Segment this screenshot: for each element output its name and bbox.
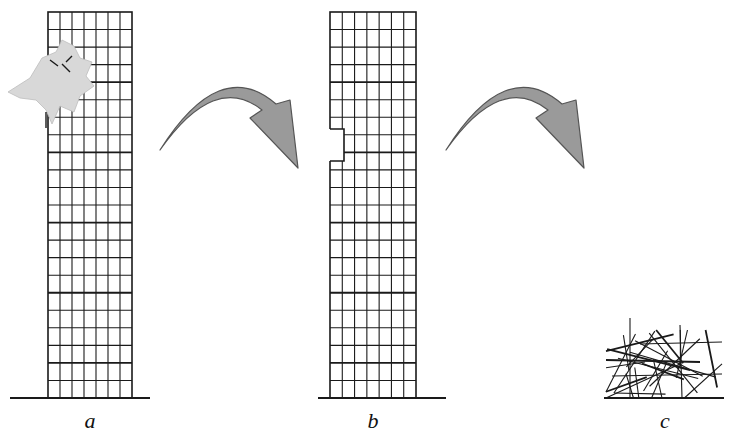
grid-line [48,310,132,311]
grid-line [48,169,132,170]
grid-line [330,275,416,276]
building-outline [330,12,416,398]
grid-line [330,64,416,65]
ground-line [318,397,446,399]
grid-line [330,380,416,381]
panel-letter: c [660,410,670,432]
debris-beam [614,331,655,393]
grid-line [48,151,132,153]
collapsed-debris [604,318,724,398]
grid-line [48,292,132,294]
grid-line [48,240,132,241]
grid-line [330,310,416,311]
grid-line [48,117,132,118]
debris-strokes [46,56,72,128]
debris-beam [652,361,668,398]
debris-beam [606,364,680,398]
impact-cloud [8,40,94,124]
grid-line [330,187,416,188]
grid-line [48,187,132,188]
grid-line [330,345,416,346]
ground-line [604,397,724,399]
grid-line [48,362,132,364]
grid-line [48,327,132,328]
grid-line [330,292,416,294]
grid-line [48,257,132,258]
building-b [318,12,446,398]
grid-line [330,47,416,48]
ground-line [10,397,150,399]
grid-line [330,362,416,364]
grid-line [48,204,132,205]
debris-beam [606,362,645,368]
debris-beam [606,377,647,392]
debris-beam [676,330,687,378]
notch-outline [330,129,344,161]
debris-beam [629,318,630,398]
debris-beam [614,393,666,394]
grid-line [48,345,132,346]
grid-line [48,222,132,224]
debris-beam [656,330,683,363]
panel-letter: a [85,410,96,432]
panel-letter: b [368,410,379,432]
grid-line [330,81,416,83]
grid-line [48,380,132,381]
grid-line [330,257,416,258]
grid-line [330,169,416,170]
grid-line [48,29,132,30]
grid-line [330,222,416,224]
transition-arrow [446,87,584,168]
debris-beam [612,374,722,376]
grid-line [330,99,416,100]
grid-line [330,29,416,30]
grid-line [330,204,416,205]
transition-arrow [160,87,298,168]
grid-line [330,240,416,241]
debris-beam [684,364,722,398]
debris-beam [640,342,722,344]
grid-line [330,117,416,118]
debris-beam [649,333,697,393]
building-a [8,12,150,398]
debris-beam [606,360,700,362]
debris-beam [630,352,716,377]
grid-line [48,134,132,135]
grid-line [330,327,416,328]
missing-section [328,129,344,161]
grid-line [48,275,132,276]
debris-beam [706,330,718,388]
